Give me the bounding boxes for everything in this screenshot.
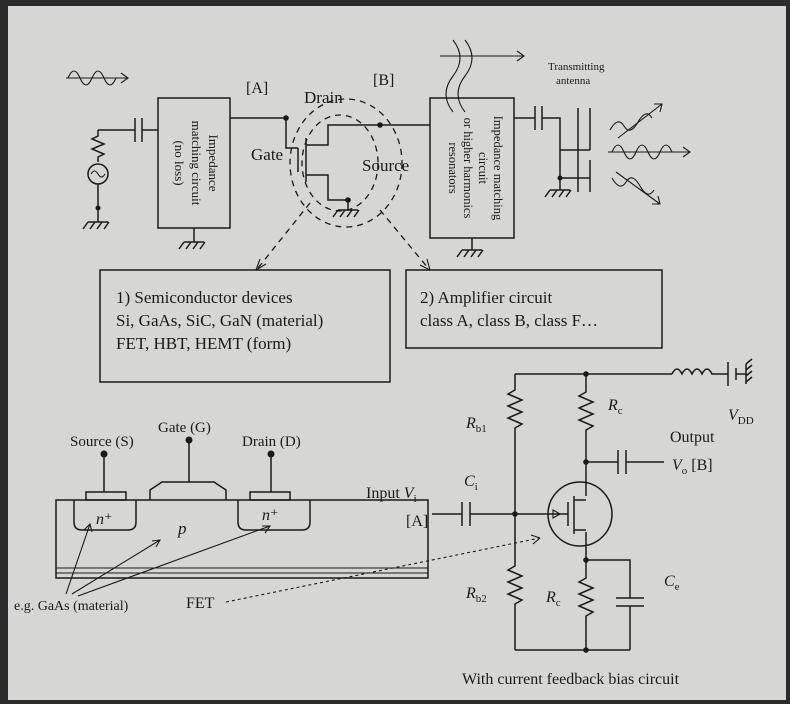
- material-note: e.g. GaAs (material): [14, 599, 129, 614]
- rb1-resistor: [506, 374, 524, 520]
- input-a-label: [A]: [406, 513, 428, 530]
- battery-ground-icon: [727, 358, 753, 386]
- ce-capacitor: [586, 559, 644, 650]
- ci-label: Ci: [464, 473, 478, 493]
- amplifier-title: 2) Amplifier circuit: [420, 288, 552, 307]
- svg-text:Impedance: Impedance: [206, 134, 221, 191]
- rf-choke-inductor: [671, 368, 728, 376]
- output-wave-icon: [445, 39, 473, 113]
- ground-icon: [544, 178, 572, 198]
- drain-contact: [249, 491, 291, 501]
- arrowhead-icon: [255, 258, 267, 271]
- antenna-label-line1: Transmitting: [548, 61, 605, 73]
- matching-box-1-text: Impedance matching circuit (no loss): [172, 121, 221, 206]
- p-region-label: p: [177, 519, 187, 538]
- output-coupling-capacitor: [514, 106, 561, 150]
- node-a-label: [A]: [246, 80, 268, 97]
- material-arrow-1: [65, 522, 93, 595]
- arrowhead-icon: [419, 258, 431, 271]
- paper-background: [8, 6, 786, 700]
- radiated-wave-up-icon: [609, 113, 653, 131]
- rc-top-resistor: [577, 374, 595, 462]
- fet-label: FET: [186, 595, 215, 612]
- radiated-wave-down-icon: [611, 177, 655, 195]
- svg-text:(no loss): (no loss): [172, 140, 187, 185]
- amplifier-circuit-box: [405, 269, 663, 349]
- top-schematic: Impedance matching circuit (no loss) [A]…: [66, 39, 691, 271]
- radiated-arrow-down-icon: [615, 171, 661, 205]
- drain-terminal-dot: [267, 450, 275, 458]
- source-resistor: [90, 130, 106, 162]
- ground-icon: [82, 221, 110, 230]
- substrate-outline: [55, 499, 429, 579]
- source-contact: [85, 491, 127, 501]
- dashed-pointer-2: [379, 209, 429, 269]
- info-boxes: 1) Semiconductor devices Si, GaAs, SiC, …: [99, 269, 663, 383]
- input-arrow-icon: [66, 72, 129, 84]
- semiconductor-materials: Si, GaAs, SiC, GaN (material): [116, 311, 323, 330]
- fet-gate-label: Gate (G): [158, 420, 211, 436]
- rc-bottom-resistor: [577, 560, 595, 650]
- ground-icon: [456, 238, 484, 258]
- fet-source-label: Source (S): [70, 434, 134, 450]
- bias-circuit-caption: With current feedback bias circuit: [462, 671, 680, 688]
- input-coupling-capacitor: [98, 118, 158, 142]
- substrate-layers: [56, 567, 428, 574]
- radiated-wave-mid-icon: [611, 144, 673, 160]
- node-a-dot: [283, 115, 289, 121]
- n-plus-right-region: [237, 500, 311, 531]
- svg-text:or higher harmonics: or higher harmonics: [461, 118, 475, 219]
- device-dashed-circle: [301, 114, 379, 212]
- n-plus-left-region: [73, 500, 137, 531]
- svg-text:Impedance matching: Impedance matching: [491, 116, 505, 221]
- gate-contact: [149, 481, 227, 500]
- semiconductor-title: 1) Semiconductor devices: [116, 288, 293, 307]
- input-vi-label: Input Vi: [366, 485, 417, 505]
- rb2-resistor: [506, 520, 524, 650]
- amplifier-dashed-circle: [289, 98, 403, 228]
- source-node-dot: [345, 197, 351, 203]
- ground-rail-junction: [583, 647, 589, 653]
- svg-text:circuit: circuit: [476, 152, 490, 184]
- fet-cross-section: Source (S) Gate (G) Drain (D) n⁺ n⁺ p e.…: [14, 420, 541, 614]
- output-capacitor: [586, 450, 664, 474]
- output-label: Output: [670, 429, 715, 446]
- material-arrow-3: [77, 525, 272, 597]
- antenna-label-line2: antenna: [556, 75, 590, 87]
- antenna-feed: [559, 149, 590, 179]
- source-label: Source: [362, 156, 409, 175]
- bias-fet-symbol: [516, 462, 587, 560]
- amplifier-classes: class A, class B, class F…: [420, 311, 598, 330]
- semiconductor-devices-box: [99, 269, 391, 383]
- fet-drain-label: Drain (D): [242, 434, 301, 450]
- radiated-arrow-up-icon: [617, 103, 663, 139]
- gate-label: Gate: [251, 145, 283, 164]
- gate-arrow-icon: [552, 509, 562, 519]
- dashed-pointer-1: [257, 202, 311, 269]
- arrowhead-icon: [530, 534, 541, 545]
- node-b-label: [B]: [373, 72, 394, 89]
- radiated-arrow-mid-icon: [608, 146, 691, 158]
- ac-source-sine: [90, 170, 106, 178]
- n-plus-left-label: n⁺: [96, 511, 112, 528]
- fet-symbol: [297, 124, 380, 210]
- bias-circuit: VDD Rb1 Rc Output Vo [B] Input Vi Ci [A]…: [366, 358, 754, 688]
- input-capacitor: [432, 502, 515, 526]
- source-terminal-dot: [100, 450, 108, 458]
- svg-text:matching circuit: matching circuit: [189, 121, 204, 206]
- output-arrow-icon: [440, 50, 525, 62]
- source-junction: [95, 205, 101, 211]
- semiconductor-forms: FET, HBT, HEMT (form): [116, 334, 291, 353]
- n-plus-right-label: n⁺: [262, 507, 278, 524]
- matching-box-2-text: Impedance matching circuit or higher har…: [446, 116, 505, 221]
- material-arrow-2: [71, 539, 162, 595]
- svg-text:resonators: resonators: [446, 142, 460, 194]
- gate-terminal-dot: [185, 436, 193, 444]
- drain-label: Drain: [304, 88, 343, 107]
- antenna-icon: [577, 108, 591, 192]
- ground-icon: [178, 228, 206, 250]
